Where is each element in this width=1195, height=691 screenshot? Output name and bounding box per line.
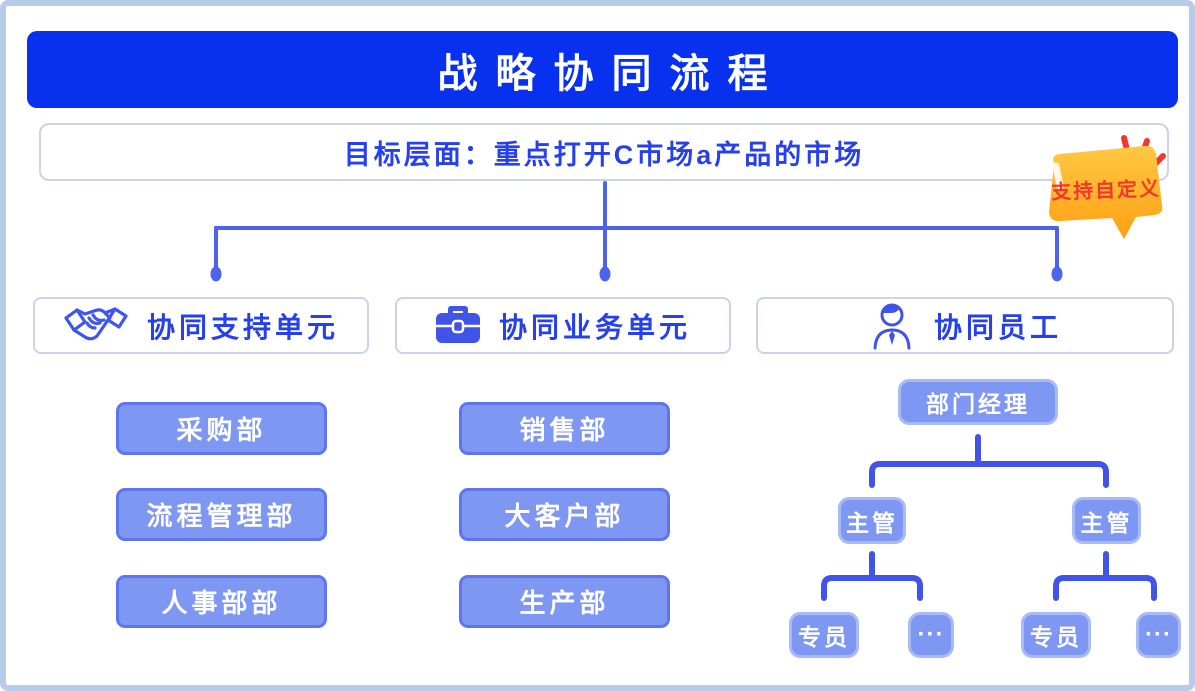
branch-header-business-unit: 协同业务单元 [395, 297, 731, 354]
dept-node-hr: 人事部部 [116, 575, 327, 628]
branch-label: 协同支持单元 [146, 311, 339, 343]
branch-header-support-unit: 协同支持单元 [33, 297, 369, 354]
page-title: 战略协同流程 [27, 31, 1178, 108]
dept-node-sales: 销售部 [459, 402, 670, 455]
branch-label: 协同员工 [933, 311, 1062, 343]
org-node-supervisor-left: 主管 [838, 497, 906, 544]
dept-node-procurement: 采购部 [116, 402, 327, 455]
branch-label: 协同业务单元 [498, 311, 691, 343]
org-node-specialist-right: 专员 [1021, 612, 1091, 658]
connector-lines [210, 181, 1157, 601]
dept-node-key-accounts: 大客户部 [459, 488, 670, 541]
dept-node-process-management: 流程管理部 [116, 488, 327, 541]
customization-badge: 支持自定义 [1028, 128, 1188, 248]
badge-label: 支持自定义 [1050, 178, 1162, 204]
briefcase-icon [435, 305, 481, 347]
goal-statement: 目标层面：重点打开C市场a产品的市场 [39, 123, 1169, 181]
branch-header-staff: 协同员工 [756, 297, 1174, 354]
speech-bubble-icon [1049, 135, 1166, 239]
handshake-icon [63, 304, 129, 348]
person-icon [868, 302, 916, 350]
org-node-manager: 部门经理 [898, 379, 1058, 425]
org-node-more-left: ··· [908, 612, 954, 658]
org-node-more-right: ··· [1136, 612, 1181, 658]
dept-node-production: 生产部 [459, 575, 670, 628]
org-node-specialist-left: 专员 [789, 612, 859, 658]
org-node-supervisor-right: 主管 [1072, 497, 1141, 544]
